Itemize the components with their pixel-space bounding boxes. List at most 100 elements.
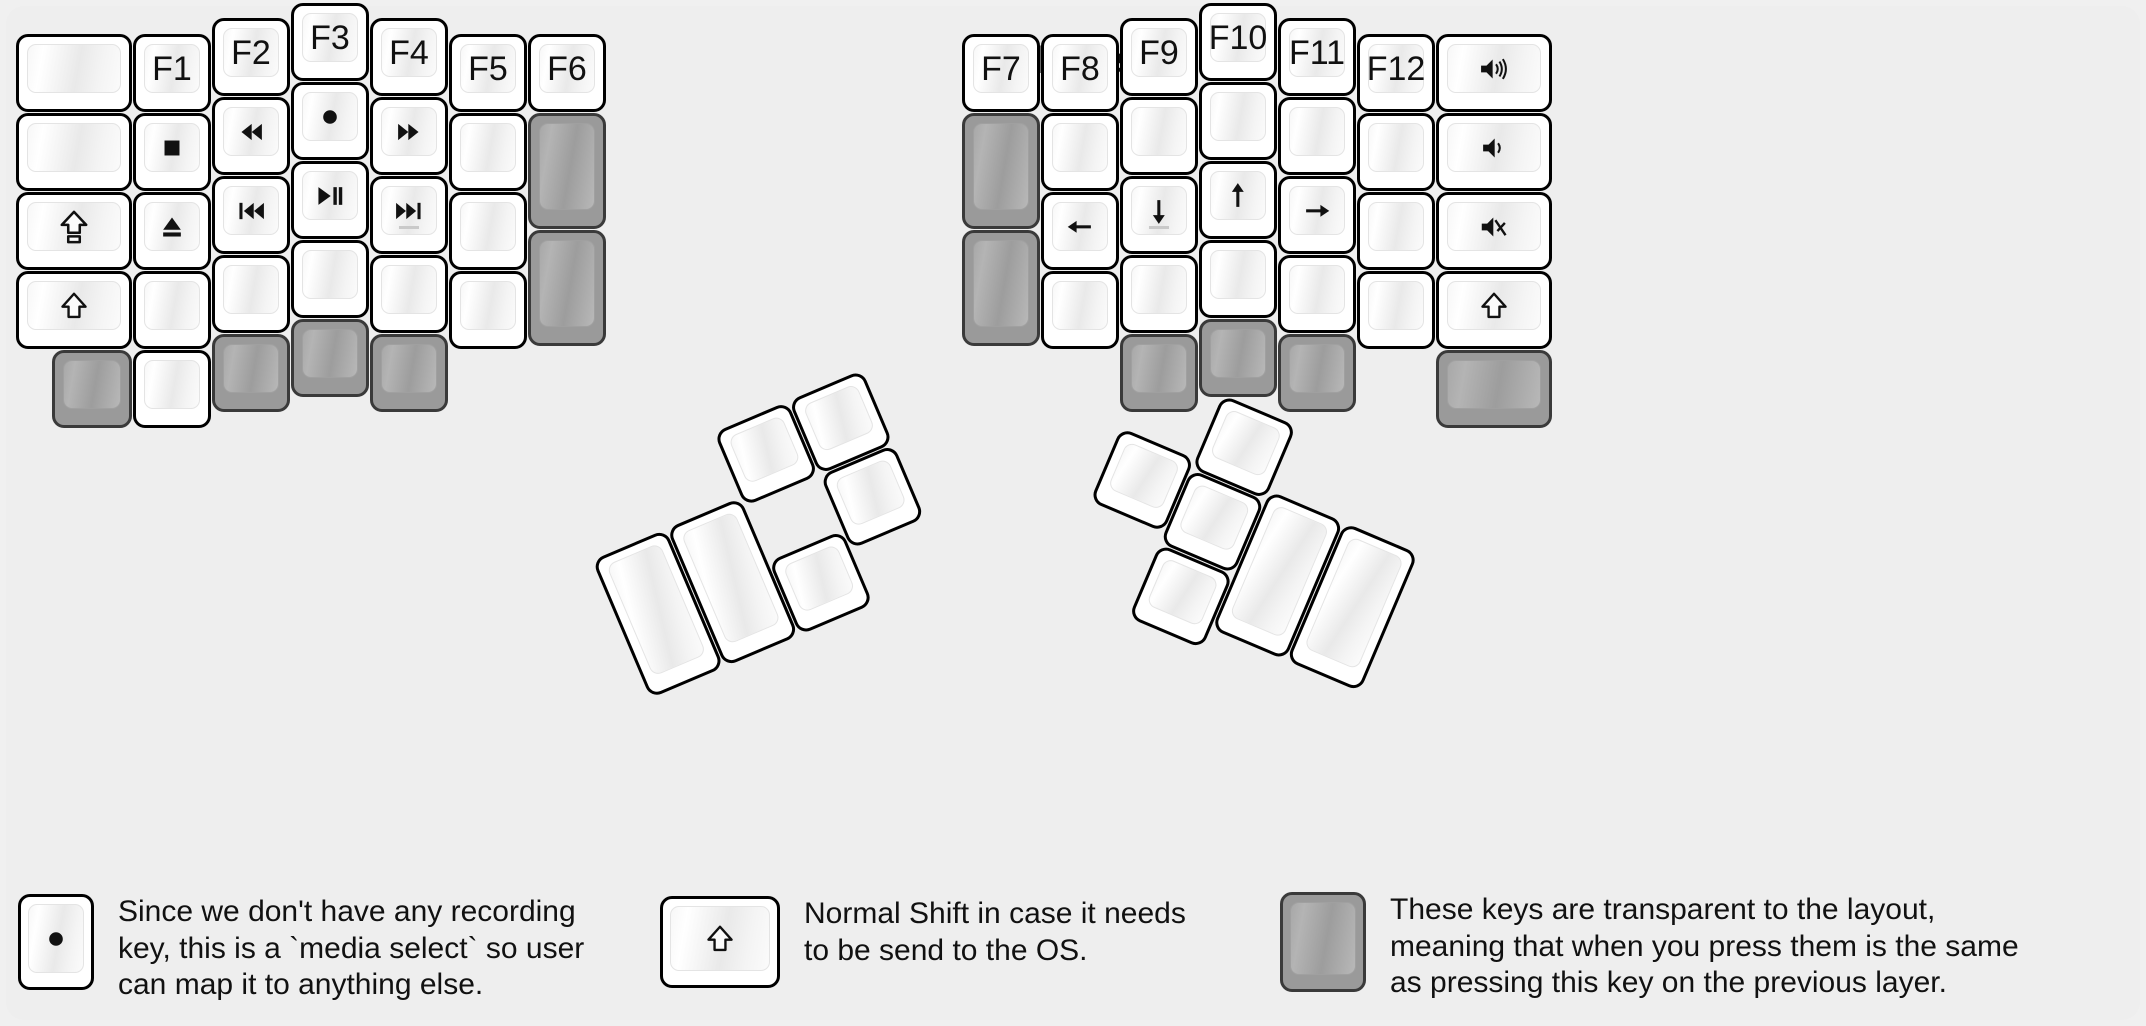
keycap-surface: [144, 360, 200, 409]
keycap-surface: [727, 414, 802, 485]
media-next-track-icon: [392, 194, 426, 228]
keycap-surface: [1210, 171, 1266, 220]
right-middle-key-3[interactable]: [1199, 161, 1277, 239]
media-eject-icon: [155, 210, 189, 244]
left-index-key-1[interactable]: F4: [370, 18, 448, 96]
right-inner-most-key-3[interactable]: [962, 230, 1040, 346]
keycap-surface: [1177, 482, 1251, 553]
left-pinky-outer-key-5[interactable]: [52, 350, 132, 428]
left-index-key-5[interactable]: [370, 334, 448, 412]
left-middle-key-5[interactable]: [291, 319, 369, 397]
left-index-inner-key-2[interactable]: [449, 113, 527, 191]
keycap-surface: [460, 123, 516, 172]
keycap-surface: [973, 123, 1029, 210]
left-pinky-outer-key-1[interactable]: [16, 34, 132, 112]
right-pinky-key-1[interactable]: F12: [1357, 34, 1435, 112]
left-pinky-key-1[interactable]: F1: [133, 34, 211, 112]
keycap-surface: [144, 123, 200, 172]
keycap-surface: [223, 265, 279, 314]
keycap-surface: [1210, 250, 1266, 299]
left-ring-key-3[interactable]: [212, 176, 290, 254]
right-ring-key-4[interactable]: [1278, 255, 1356, 333]
right-ring-key-2[interactable]: [1278, 97, 1356, 175]
keycap-surface: [460, 281, 516, 330]
keycap-surface: [144, 202, 200, 251]
media-rewind-icon: [234, 115, 268, 149]
keycap-surface: [1052, 123, 1108, 172]
legend-note-1-key: [18, 894, 94, 990]
right-pinky-key-4[interactable]: [1357, 271, 1435, 349]
keycap-surface: F8: [1052, 44, 1108, 93]
right-ring-key-3[interactable]: [1278, 176, 1356, 254]
key-label: F4: [389, 33, 429, 72]
left-index-key-3[interactable]: [370, 176, 448, 254]
keycap-surface: [1145, 557, 1220, 627]
left-inner-most-key-1[interactable]: F6: [528, 34, 606, 112]
left-index-key-4[interactable]: [370, 255, 448, 333]
keycap-surface: [381, 265, 437, 314]
right-index-key-5[interactable]: [1120, 334, 1198, 412]
left-middle-key-2[interactable]: [291, 82, 369, 160]
right-inner-most-key-1[interactable]: F7: [962, 34, 1040, 112]
right-index-key-1[interactable]: F9: [1120, 18, 1198, 96]
keycap-surface: [782, 543, 856, 614]
left-pinky-key-2[interactable]: [133, 113, 211, 191]
key-label: F8: [1060, 49, 1100, 88]
right-ring-key-1[interactable]: F11: [1278, 18, 1356, 96]
right-index-inner-key-1[interactable]: F8: [1041, 34, 1119, 112]
keycap-surface: [1052, 202, 1108, 251]
right-pinky-outer-key-1[interactable]: [1436, 34, 1552, 112]
left-index-key-2[interactable]: [370, 97, 448, 175]
left-pinky-key-3[interactable]: [133, 192, 211, 270]
right-middle-key-1[interactable]: F10: [1199, 3, 1277, 81]
left-inner-most-key-3[interactable]: [528, 230, 606, 346]
right-inner-most-key-2[interactable]: [962, 113, 1040, 229]
keycap-surface: [27, 281, 121, 330]
left-middle-key-4[interactable]: [291, 240, 369, 318]
right-pinky-outer-key-4[interactable]: [1436, 271, 1552, 349]
left-inner-most-key-2[interactable]: [528, 113, 606, 229]
left-middle-key-3[interactable]: [291, 161, 369, 239]
left-pinky-key-4[interactable]: [133, 271, 211, 349]
right-middle-key-5[interactable]: [1199, 319, 1277, 397]
keycap-surface: [833, 457, 908, 528]
keycap-surface: [1447, 123, 1541, 172]
left-ring-key-4[interactable]: [212, 255, 290, 333]
keycap-surface: [1447, 360, 1541, 409]
left-pinky-outer-key-3[interactable]: [16, 192, 132, 270]
right-index-inner-key-3[interactable]: [1041, 192, 1119, 270]
right-index-key-3[interactable]: [1120, 176, 1198, 254]
right-pinky-outer-key-2[interactable]: [1436, 113, 1552, 191]
left-index-inner-key-1[interactable]: F5: [449, 34, 527, 112]
right-pinky-outer-key-5[interactable]: [1436, 350, 1552, 428]
keycap-surface: F1: [144, 44, 200, 93]
right-middle-key-2[interactable]: [1199, 82, 1277, 160]
left-middle-key-1[interactable]: F3: [291, 3, 369, 81]
right-pinky-key-2[interactable]: [1357, 113, 1435, 191]
right-pinky-key-3[interactable]: [1357, 192, 1435, 270]
right-index-key-2[interactable]: [1120, 97, 1198, 175]
left-pinky-outer-key-4[interactable]: [16, 271, 132, 349]
volume-down-icon: [1477, 131, 1511, 165]
left-index-inner-key-4[interactable]: [449, 271, 527, 349]
keycap-surface: [1447, 44, 1541, 93]
left-ring-key-2[interactable]: [212, 97, 290, 175]
right-index-inner-key-4[interactable]: [1041, 271, 1119, 349]
left-ring-key-1[interactable]: F2: [212, 18, 290, 96]
key-sub-marker: [1149, 226, 1169, 229]
keycap-surface: [1368, 202, 1424, 251]
right-ring-key-5[interactable]: [1278, 334, 1356, 412]
left-pinky-outer-key-2[interactable]: [16, 113, 132, 191]
arrow-down-icon: [1142, 194, 1176, 228]
volume-up-icon: [1477, 52, 1511, 86]
media-prev-track-icon: [234, 194, 268, 228]
right-index-key-4[interactable]: [1120, 255, 1198, 333]
left-ring-key-5[interactable]: [212, 334, 290, 412]
keycap-surface: [27, 202, 121, 251]
keycap-surface: [1131, 186, 1187, 235]
right-index-inner-key-2[interactable]: [1041, 113, 1119, 191]
right-pinky-outer-key-3[interactable]: [1436, 192, 1552, 270]
right-middle-key-4[interactable]: [1199, 240, 1277, 318]
left-index-inner-key-3[interactable]: [449, 192, 527, 270]
left-pinky-key-5[interactable]: [133, 350, 211, 428]
